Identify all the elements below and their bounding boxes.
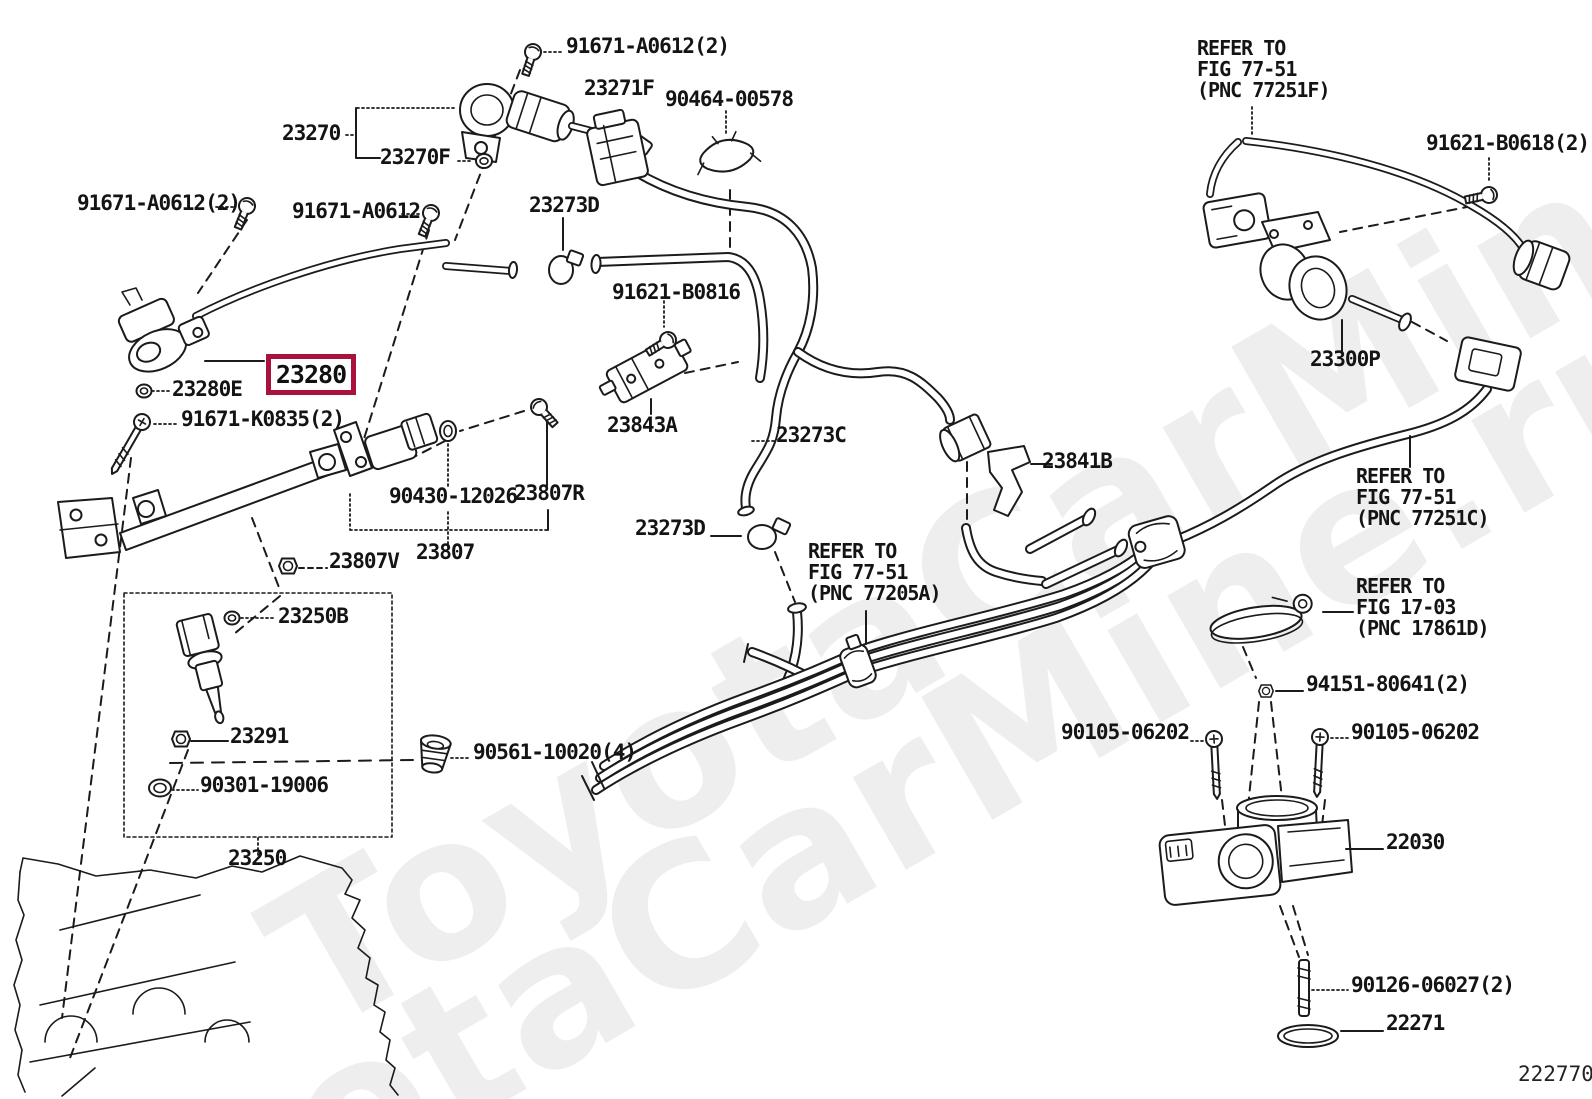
highlighted-part-box[interactable]: 23280	[266, 354, 356, 395]
fasteners	[104, 40, 1500, 1048]
part-label-90561-10020[interactable]: 90561-10020(4)	[473, 740, 637, 764]
part-label-90430-12026[interactable]: 90430-12026	[389, 484, 518, 508]
refer-note-17861D: REFER TO FIG 17-03 (PNC 17861D)	[1356, 574, 1489, 640]
part-label-90105-06202-right[interactable]: 90105-06202	[1351, 720, 1480, 744]
part-label-91671A0612-mid[interactable]: 91671-A0612	[292, 199, 421, 223]
part-label-90301-19006[interactable]: 90301-19006	[200, 773, 329, 797]
refer-note-77205A: REFER TO FIG 77-51 (PNC 77205A)	[808, 539, 941, 605]
part-label-94151-80641[interactable]: 94151-80641(2)	[1306, 672, 1470, 696]
part-label-91671A0612-top[interactable]: 91671-A0612(2)	[566, 34, 730, 58]
part-label-22271[interactable]: 22271	[1386, 1011, 1445, 1035]
part-label-23807R[interactable]: 23807R	[514, 481, 585, 505]
part-label-23843A[interactable]: 23843A	[607, 413, 678, 437]
part-label-23273C[interactable]: 23273C	[776, 423, 847, 447]
part-label-91671A0612-left[interactable]: 91671-A0612(2)	[77, 191, 241, 215]
part-label-23300P[interactable]: 23300P	[1310, 347, 1381, 371]
plug-90561	[419, 734, 452, 774]
injector-assembly	[123, 592, 393, 838]
part-label-91621-B0816[interactable]: 91621-B0816	[612, 280, 741, 304]
vacuum-pump-assembly-23300P	[1202, 192, 1571, 392]
part-label-23250[interactable]: 23250	[228, 846, 287, 870]
refer-note-77251C: REFER TO FIG 77-51 (PNC 77251C)	[1356, 464, 1489, 530]
engine-block-outline	[13, 855, 399, 1097]
part-label-23807[interactable]: 23807	[416, 540, 475, 564]
highlighted-part-number: 23280	[275, 360, 347, 389]
refer-note-77251F: REFER TO FIG 77-51 (PNC 77251F)	[1197, 36, 1330, 102]
part-label-23841B[interactable]: 23841B	[1042, 449, 1113, 473]
part-label-22030[interactable]: 22030	[1386, 830, 1445, 854]
part-label-91671-K0835[interactable]: 91671-K0835(2)	[181, 407, 345, 431]
part-label-23270[interactable]: 23270	[282, 121, 341, 145]
part-label-23807V[interactable]: 23807V	[329, 549, 400, 573]
figure-number: 222770	[1518, 1062, 1592, 1086]
part-label-23271F[interactable]: 23271F	[584, 76, 655, 100]
label-leader-lines	[151, 51, 1490, 1032]
part-label-90105-06202-left[interactable]: 90105-06202	[1061, 720, 1190, 744]
part-label-90126-06027[interactable]: 90126-06027(2)	[1351, 973, 1515, 997]
part-label-23280E[interactable]: 23280E	[172, 377, 243, 401]
part-label-23250B[interactable]: 23250B	[278, 604, 349, 628]
throttle-body-22030	[1158, 795, 1353, 906]
connector-23271F	[586, 108, 649, 187]
part-label-91621-B0618[interactable]: 91621-B0618(2)	[1426, 131, 1590, 155]
fuel-rail-assembly	[57, 287, 439, 559]
stud-90126	[1297, 959, 1311, 1017]
part-label-23273D-2[interactable]: 23273D	[635, 516, 706, 540]
part-label-23291[interactable]: 23291	[230, 724, 289, 748]
hose-clamps	[548, 130, 1313, 689]
part-label-90464-00578[interactable]: 90464-00578	[665, 87, 794, 111]
part-label-23273D-1[interactable]: 23273D	[529, 193, 600, 217]
part-label-23270F[interactable]: 23270F	[380, 145, 451, 169]
